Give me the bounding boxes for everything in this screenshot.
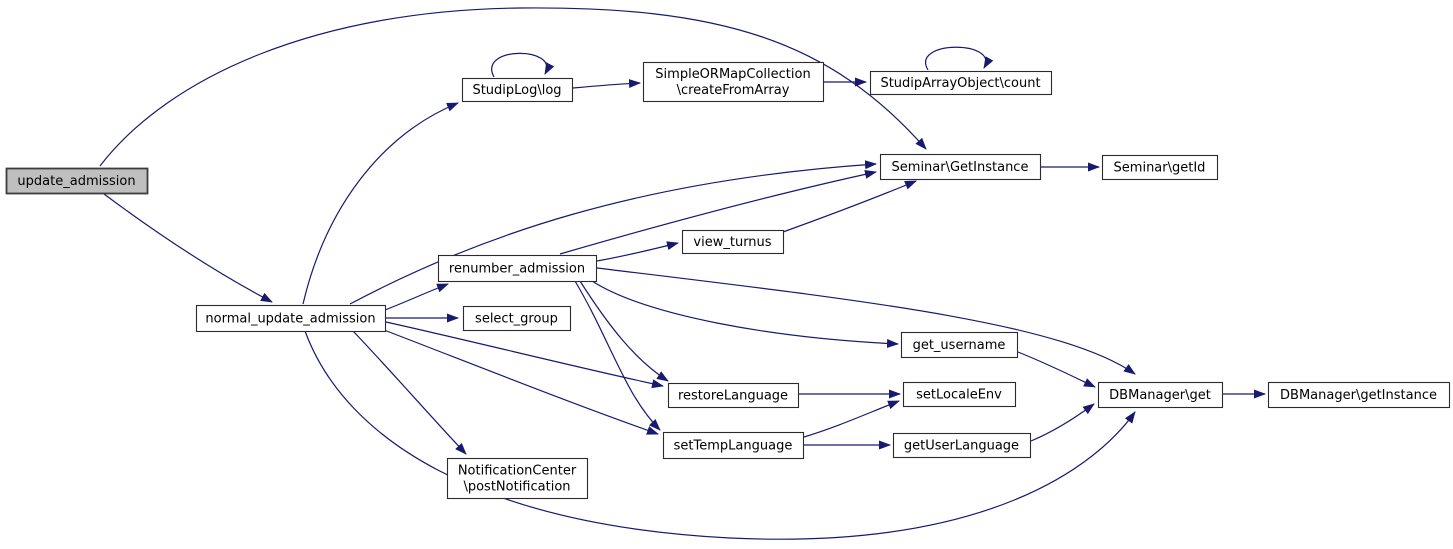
edge-normal-update-admission-to-studiplog-log	[302, 102, 459, 305]
node-box-studiplog-log	[461, 77, 574, 103]
node-label-line: NotificationCenter	[458, 464, 577, 479]
edge-normal-update-admission-to-restorelanguage	[385, 321, 664, 389]
node-label-line: DBManager\getInstance	[1280, 388, 1437, 403]
edge-normal-update-admission-to-notificationcenter-postnotification	[352, 330, 467, 455]
node-box-dbmanager-getinstance	[1267, 381, 1451, 409]
edge-renumber-admission-to-settemplanguage	[574, 280, 661, 431]
node-label-studiplog-log: StudipLog\log	[472, 83, 561, 98]
edge-view-turnus-to-seminar-getinstance	[782, 180, 917, 233]
node-label-select-group: select_group	[475, 312, 558, 327]
node-label-line: get_username	[913, 338, 1006, 353]
node-box-normal-update-admission	[195, 304, 387, 333]
node-studiparrayobject-count[interactable]: StudipArrayObject\count	[869, 70, 1053, 96]
node-label-setlocaleenv: setLocaleEnv	[916, 388, 1002, 403]
node-box-renumber-admission	[437, 254, 598, 283]
node-get-username[interactable]: get_username	[900, 331, 1019, 359]
edge-normal-update-admission-to-seminar-getinstance	[349, 160, 877, 305]
node-box-update-admission	[5, 167, 149, 195]
node-label-line: Seminar\getId	[1114, 161, 1206, 176]
node-label-view-turnus: view_turnus	[693, 235, 771, 250]
node-box-restorelanguage	[667, 382, 800, 409]
node-renumber-admission[interactable]: renumber_admission	[437, 254, 598, 283]
edge-renumber-admission-to-seminar-getinstance	[559, 169, 877, 255]
node-label-line: getUserLanguage	[904, 439, 1019, 454]
node-box-simpleormapcollection-createfromarray	[642, 61, 825, 103]
node-view-turnus[interactable]: view_turnus	[681, 229, 785, 255]
edge-normal-update-admission-to-dbmanager-get	[304, 330, 1136, 540]
node-notificationcenter-postnotification[interactable]: NotificationCenter\postNotification	[446, 457, 589, 500]
node-label-notificationcenter-postnotification: NotificationCenter\postNotification	[458, 464, 577, 495]
node-label-line: DBManager\get	[1109, 388, 1211, 403]
node-select-group[interactable]: select_group	[462, 305, 572, 332]
node-label-dbmanager-get: DBManager\get	[1109, 388, 1211, 403]
edge-studiplog-log-to-studiplog-log	[491, 52, 555, 78]
edge-update-admission-to-normal-update-admission	[103, 193, 273, 303]
node-label-dbmanager-getinstance: DBManager\getInstance	[1280, 388, 1437, 403]
node-dbmanager-get[interactable]: DBManager\get	[1097, 381, 1224, 409]
node-label-line: view_turnus	[693, 235, 771, 250]
node-box-setlocaleenv	[902, 381, 1017, 408]
edge-normal-update-admission-to-settemplanguage	[383, 329, 659, 435]
node-label-normal-update-admission: normal_update_admission	[205, 312, 375, 327]
node-box-getuserlanguage	[892, 432, 1032, 459]
node-label-renumber-admission: renumber_admission	[449, 262, 585, 277]
node-label-line: update_admission	[17, 174, 135, 189]
node-simpleormapcollection-createfromarray[interactable]: SimpleORMapCollection\createFromArray	[642, 61, 825, 103]
node-box-select-group	[462, 305, 572, 332]
node-label-seminar-getid: Seminar\getId	[1114, 161, 1206, 176]
node-box-view-turnus	[681, 229, 785, 255]
node-label-settemplanguage: setTempLanguage	[674, 439, 793, 454]
edge-studiparrayobject-count-to-studiparrayobject-count	[925, 46, 994, 71]
edge-update-admission-to-seminar-getinstance	[99, 7, 927, 167]
node-dbmanager-getinstance[interactable]: DBManager\getInstance	[1267, 381, 1451, 409]
edge-renumber-admission-to-restorelanguage	[579, 280, 669, 382]
node-label-seminar-getinstance: Seminar\GetInstance	[892, 160, 1029, 175]
node-update-admission: update_admission	[5, 167, 149, 195]
node-label-line: \createFromArray	[677, 83, 790, 98]
node-label-line: setLocaleEnv	[916, 388, 1002, 403]
node-box-seminar-getinstance	[879, 153, 1042, 181]
node-label-line: Seminar\GetInstance	[892, 160, 1029, 175]
node-label-line: restoreLanguage	[678, 389, 788, 404]
node-settemplanguage[interactable]: setTempLanguage	[662, 431, 805, 460]
node-label-getuserlanguage: getUserLanguage	[904, 439, 1019, 454]
edge-get-username-to-dbmanager-get	[1017, 351, 1096, 388]
node-label-line: normal_update_admission	[205, 312, 375, 327]
node-studiplog-log[interactable]: StudipLog\log	[461, 77, 574, 103]
node-label-line: \postNotification	[463, 480, 570, 495]
node-seminar-getid[interactable]: Seminar\getId	[1101, 154, 1219, 181]
edge-renumber-admission-to-get-username	[591, 280, 899, 348]
node-label-line: select_group	[475, 312, 558, 327]
node-box-studiparrayobject-count	[869, 70, 1053, 96]
node-label-line: renumber_admission	[449, 262, 585, 277]
node-box-settemplanguage	[662, 431, 805, 460]
node-box-dbmanager-get	[1097, 381, 1224, 409]
node-label-get-username: get_username	[913, 338, 1006, 353]
edge-settemplanguage-to-setlocaleenv	[803, 400, 900, 438]
node-label-update-admission: update_admission	[17, 174, 135, 189]
node-label-line: StudipArrayObject\count	[880, 76, 1040, 91]
edge-getuserlanguage-to-dbmanager-get	[1030, 403, 1095, 442]
node-label-simpleormapcollection-createfromarray: SimpleORMapCollection\createFromArray	[655, 67, 810, 98]
node-label-restorelanguage: restoreLanguage	[678, 389, 788, 404]
node-box-notificationcenter-postnotification	[446, 457, 589, 500]
node-box-get-username	[900, 331, 1019, 359]
node-label-line: StudipLog\log	[472, 83, 561, 98]
node-label-studiparrayobject-count: StudipArrayObject\count	[880, 76, 1040, 91]
edge-renumber-admission-to-dbmanager-get	[596, 267, 1136, 375]
node-getuserlanguage[interactable]: getUserLanguage	[892, 432, 1032, 459]
node-seminar-getinstance[interactable]: Seminar\GetInstance	[879, 153, 1042, 181]
node-label-line: setTempLanguage	[674, 439, 793, 454]
node-label-line: SimpleORMapCollection	[655, 67, 810, 82]
node-restorelanguage[interactable]: restoreLanguage	[667, 382, 800, 409]
edge-renumber-admission-to-view-turnus	[596, 241, 679, 262]
edge-normal-update-admission-to-renumber-admission	[384, 283, 449, 311]
edge-studiplog-log-to-simpleormapcollection-createfromarray	[572, 79, 641, 89]
node-setlocaleenv[interactable]: setLocaleEnv	[902, 381, 1017, 408]
node-box-seminar-getid	[1101, 154, 1219, 181]
node-normal-update-admission[interactable]: normal_update_admission	[195, 304, 387, 333]
